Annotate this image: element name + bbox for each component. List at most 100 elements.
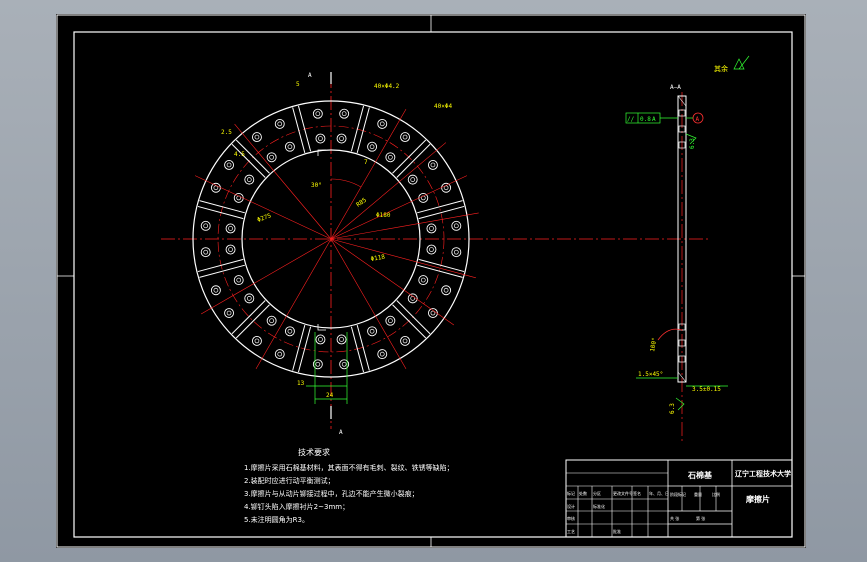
rivet-hole-outer — [407, 174, 418, 185]
rivet-hole-inner — [341, 361, 347, 367]
section-mark-top: A — [308, 72, 312, 79]
bolt-circle — [217, 125, 445, 353]
rivet-hole-outer — [426, 223, 437, 234]
rivet-hole-inner — [315, 361, 321, 367]
hole-spec-1-label: 40×Φ4.2 — [374, 83, 400, 90]
parallel-datum-label: A — [652, 116, 656, 123]
slot-edge — [231, 300, 266, 335]
rivet-hole-outer — [224, 308, 235, 319]
dimension-ray — [330, 175, 468, 240]
tb-cell-label: 更改文件号 — [613, 490, 633, 496]
rivet-hole-inner — [226, 162, 232, 168]
cad-drawing: 13 24 A A 40×Φ4.2 40×Φ4 5 2.5 4.5 7 30° … — [56, 14, 806, 548]
rivet-hole-outer — [339, 108, 350, 119]
stage-mark-label: 阶段标记 — [670, 491, 686, 497]
rivet-hole-inner — [369, 144, 375, 150]
rivet-hole-outer — [225, 244, 236, 255]
rivet-hole-inner — [430, 310, 436, 316]
rivet-hole-outer — [244, 293, 255, 304]
rivet-hole-inner — [269, 154, 274, 160]
slot-edge — [350, 326, 365, 373]
slot-edge — [297, 105, 312, 152]
scale-label: 比例 — [712, 491, 720, 497]
rivet-hole-inner — [203, 249, 209, 255]
note-item-3: 3.摩擦片与从动片铆接过程中，孔边不能产生微小裂痕； — [244, 489, 419, 498]
tb-cell-label: 设计 — [567, 503, 575, 509]
dia-180-label: Φ180 — [376, 212, 391, 219]
dimension-ray — [330, 142, 447, 240]
slot-edge — [199, 200, 245, 214]
rivet-hole-outer — [385, 152, 396, 163]
rivet-hole-inner — [236, 277, 242, 283]
rivet-hole-inner — [246, 177, 252, 182]
tb-cell-label: 标准化 — [593, 503, 605, 509]
dimension-ray — [194, 175, 332, 240]
rivet-hole-inner — [318, 136, 323, 141]
rivet-hole-outer — [200, 220, 211, 231]
rivet-hole-inner — [420, 277, 426, 283]
rivet-hole-inner — [254, 338, 260, 344]
rivet-hole-outer — [336, 334, 347, 345]
rivet-hole-outer — [251, 335, 262, 346]
angle-100-label: 100° — [649, 337, 658, 352]
tb-cell-label: 签名 — [633, 490, 641, 496]
rivet-hole-outer — [407, 293, 418, 304]
section-view-a-a: A—A // 0.8 A A 6.3 其余 100° 1.5×45° 3.5±0… — [625, 55, 750, 444]
slot-edge — [235, 304, 270, 339]
rivet-hole-outer — [339, 359, 350, 370]
inner-frame — [73, 31, 793, 538]
radius-label: R85 — [355, 196, 368, 208]
view-corner-mark — [317, 149, 326, 156]
rivet-hole-outer — [312, 359, 323, 370]
rivet-hole-outer — [224, 159, 235, 170]
dim-45-label: 4.5 — [234, 151, 245, 158]
title-block-frame — [565, 459, 793, 538]
rivet-hole-outer — [274, 349, 285, 360]
section-hatch — [677, 371, 687, 383]
rivet-hole-inner — [369, 328, 375, 334]
rivet-hole-outer — [426, 244, 437, 255]
tb-cell-label: 工艺 — [567, 529, 575, 534]
rivet-hole-outer — [377, 349, 388, 360]
dim-25-label: 2.5 — [221, 129, 232, 136]
dia-inner-label: Φ118 — [370, 253, 386, 262]
dimension-ray — [200, 238, 332, 315]
dimension-ray — [234, 123, 332, 240]
rivet-hole-inner — [429, 247, 434, 252]
rivet-hole-inner — [277, 121, 283, 127]
rivet-hole-inner — [388, 154, 393, 160]
rivet-hole-outer — [312, 108, 323, 119]
note-item-2: 2.装配时应进行动平衡测试； — [244, 476, 335, 485]
rivet-hole-outer — [315, 334, 326, 345]
sheet-number-label: 第 张 — [696, 515, 705, 521]
section-hole — [678, 141, 686, 149]
slot-edge — [231, 143, 266, 178]
section-label: A—A — [670, 84, 681, 91]
dimension-ray — [330, 238, 476, 279]
weight-label: 重量 — [694, 491, 702, 497]
dim-24-label: 24 — [326, 392, 334, 399]
rivet-hole-outer — [266, 315, 277, 326]
rivet-hole-inner — [246, 296, 252, 301]
rivet-hole-outer — [336, 133, 347, 144]
rivet-hole-inner — [429, 226, 434, 231]
slot-edge — [392, 139, 427, 174]
part-name-label: 摩擦片 — [745, 494, 770, 504]
slot-edge — [356, 107, 370, 153]
tb-cell-label: 年、月、日 — [649, 490, 669, 496]
angle-30-label: 30° — [311, 182, 322, 189]
thickness-tol-label: 3.5±0.15 — [692, 386, 721, 393]
rivet-hole-inner — [228, 226, 233, 231]
rivet-hole-inner — [226, 310, 232, 316]
rivet-hole-inner — [277, 351, 283, 357]
rivet-hole-inner — [213, 185, 219, 191]
rivet-hole-outer — [244, 174, 255, 185]
section-hole — [678, 125, 686, 133]
rivet-hole-inner — [254, 134, 260, 140]
rivet-hole-outer — [225, 223, 236, 234]
groove-slots — [197, 105, 465, 373]
rivet-hole-inner — [287, 144, 293, 150]
rivet-holes — [200, 108, 462, 370]
rivet-hole-outer — [377, 118, 388, 129]
chamfer-label: 1.5×45° — [638, 371, 663, 378]
